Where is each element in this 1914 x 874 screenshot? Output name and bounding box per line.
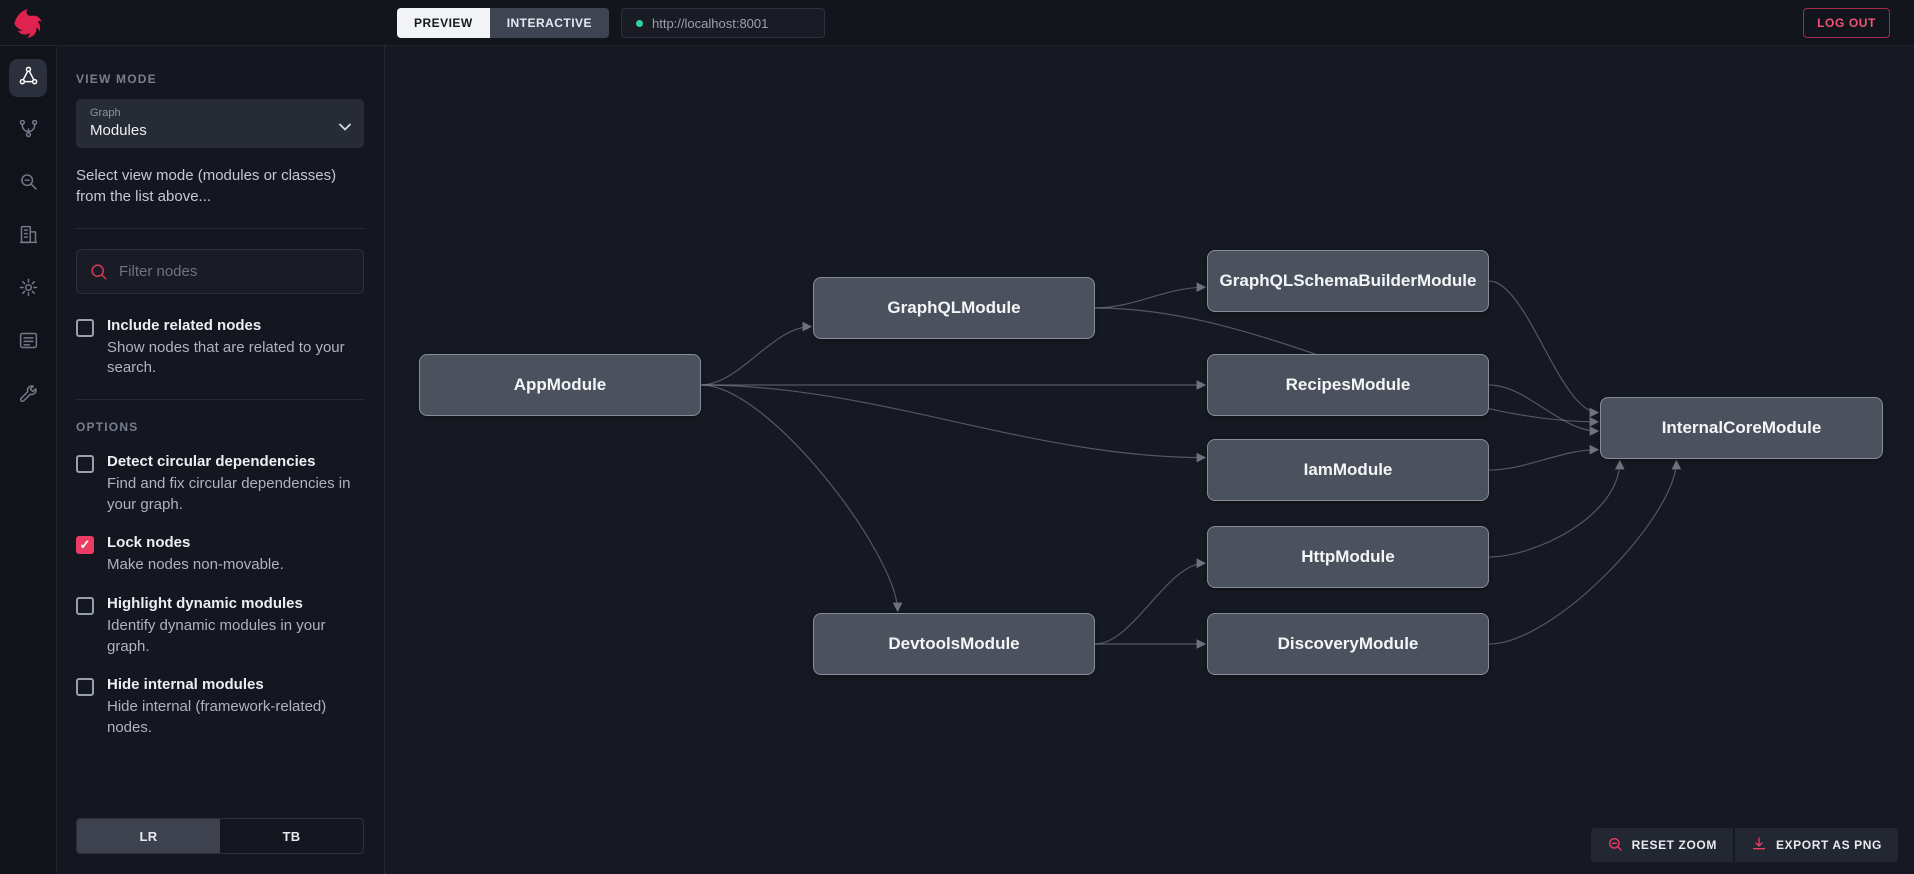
option-text: Lock nodes Make nodes non-movable.: [107, 534, 284, 576]
graph-edge-iam-core: [1488, 444, 1600, 471]
target-url-pill: http://localhost:8001: [621, 8, 825, 38]
hide-internal-checkbox[interactable]: [76, 678, 94, 697]
option-text: Hide internal modules Hide internal (fra…: [107, 676, 364, 738]
graph-node-graphql[interactable]: GraphQLModule: [813, 277, 1095, 339]
mode-toggle: PREVIEW INTERACTIVE: [397, 8, 609, 38]
divider: [76, 227, 364, 229]
graph-edge-devtools-http: [1094, 558, 1207, 645]
option-label: Detect circular dependencies: [107, 452, 316, 470]
organization-icon: [18, 224, 39, 250]
interactive-button[interactable]: INTERACTIVE: [489, 8, 609, 38]
export-png-label: EXPORT AS PNG: [1775, 838, 1882, 852]
icon-rail: [0, 46, 57, 874]
options-section-label: OPTIONS: [76, 419, 139, 434]
highlight-dynamic-checkbox[interactable]: [76, 597, 94, 616]
target-url-text: http://localhost:8001: [652, 15, 769, 31]
rail-item-settings[interactable]: [9, 271, 47, 309]
reset-zoom-button[interactable]: RESET ZOOM: [1590, 828, 1733, 862]
chevron-down-icon: [339, 118, 351, 131]
graph-edge-graphql-schema: [1094, 282, 1207, 309]
reset-zoom-label: RESET ZOOM: [1631, 838, 1717, 852]
option-lock-nodes[interactable]: Lock nodes Make nodes non-movable.: [76, 534, 364, 576]
divider: [76, 398, 364, 400]
graph-node-app[interactable]: AppModule: [419, 354, 701, 416]
option-detect-circular[interactable]: Detect circular dependencies Find and fi…: [76, 453, 364, 515]
option-highlight-dynamic[interactable]: Highlight dynamic modules Identify dynam…: [76, 595, 364, 657]
option-label: Lock nodes: [107, 534, 191, 552]
rail-item-graph[interactable]: [9, 59, 47, 97]
download-icon: [1751, 836, 1767, 855]
view-mode-section-label: VIEW MODE: [76, 72, 157, 86]
filter-nodes-box: [76, 248, 364, 294]
include-related-checkbox[interactable]: [76, 318, 94, 337]
graph-canvas[interactable]: AppModule GraphQLModule GraphQLSchemaBuild…: [385, 46, 1914, 874]
layout-tb-button[interactable]: TB: [220, 819, 363, 853]
rail-item-pipeline[interactable]: [9, 112, 47, 150]
nestjs-logo-icon: [11, 6, 45, 40]
graph-edge-recipes-core: [1488, 384, 1600, 436]
option-label: Include related nodes: [107, 316, 262, 334]
layout-direction-toggle: LR TB: [76, 818, 364, 854]
graph-edge-discovery-core: [1488, 459, 1682, 645]
graph-edge-schema-core: [1488, 280, 1600, 418]
graph-view-icon: [18, 65, 39, 91]
zoom-out-icon: [1607, 836, 1623, 855]
option-description: Identify dynamic modules in your graph.: [107, 617, 326, 655]
option-hide-internal[interactable]: Hide internal modules Hide internal (fra…: [76, 676, 364, 738]
view-mode-select[interactable]: Graph Modules: [76, 99, 364, 148]
option-text: Detect circular dependencies Find and fi…: [107, 453, 364, 515]
graph-node-recipes[interactable]: RecipesModule: [1207, 354, 1489, 416]
lock-nodes-checkbox[interactable]: [76, 536, 94, 555]
rail-item-inspect[interactable]: [9, 165, 47, 203]
select-value: Modules: [90, 122, 147, 139]
graph-edge-app-iam: [700, 384, 1207, 463]
option-label: Highlight dynamic modules: [107, 595, 303, 613]
select-field-label: Graph: [90, 107, 121, 119]
layout-lr-button[interactable]: LR: [77, 819, 220, 853]
inspect-search-icon: [18, 171, 39, 197]
option-description: Show nodes that are related to your sear…: [107, 338, 345, 377]
option-text: Highlight dynamic modules Identify dynam…: [107, 595, 364, 657]
option-label: Hide internal modules: [107, 676, 264, 694]
gear-icon: [18, 277, 39, 303]
option-description: Make nodes non-movable.: [107, 556, 284, 574]
pipeline-icon: [18, 118, 39, 144]
graph-node-core[interactable]: InternalCoreModule: [1600, 397, 1883, 459]
topbar: PREVIEW INTERACTIVE http://localhost:800…: [0, 0, 1914, 46]
option-description: Find and fix circular dependencies in yo…: [107, 474, 351, 513]
export-png-button[interactable]: EXPORT AS PNG: [1734, 828, 1898, 862]
rail-item-organization[interactable]: [9, 218, 47, 256]
view-mode-help-text: Select view mode (modules or classes) fr…: [76, 167, 337, 206]
detect-circular-checkbox[interactable]: [76, 454, 94, 473]
graph-node-discovery[interactable]: DiscoveryModule: [1207, 613, 1489, 675]
rail-item-tools[interactable]: [9, 377, 47, 415]
canvas-actions: RESET ZOOM EXPORT AS PNG: [1590, 828, 1898, 862]
graph-node-http[interactable]: HttpModule: [1207, 526, 1489, 588]
graph-nodes: AppModule GraphQLModule GraphQLSchemaBuild…: [385, 46, 1914, 874]
graph-node-iam[interactable]: IamModule: [1207, 439, 1489, 501]
graph-node-schema[interactable]: GraphQLSchemaBuilderModule: [1207, 250, 1489, 312]
option-text: Include related nodes Show nodes that ar…: [107, 317, 364, 379]
search-icon: [89, 262, 108, 286]
option-description: Hide internal (framework-related) nodes.: [107, 698, 327, 737]
option-include-related[interactable]: Include related nodes Show nodes that ar…: [76, 317, 364, 379]
graph-edge-http-core: [1488, 459, 1625, 558]
rail-item-logs[interactable]: [9, 324, 47, 362]
filter-nodes-input[interactable]: [76, 248, 364, 294]
graph-edge-app-devtools: [700, 384, 903, 613]
sidebar: VIEW MODE Graph Modules Select view mode…: [57, 46, 385, 874]
connection-status-dot: [636, 19, 643, 27]
logout-button[interactable]: LOG OUT: [1803, 8, 1890, 38]
graph-node-devtools[interactable]: DevtoolsModule: [813, 613, 1095, 675]
wrench-icon: [18, 383, 39, 409]
graph-edge-app-graphql: [700, 321, 813, 386]
topbar-controls: PREVIEW INTERACTIVE http://localhost:800…: [397, 8, 825, 38]
logs-icon: [18, 330, 39, 356]
preview-button[interactable]: PREVIEW: [397, 8, 490, 38]
